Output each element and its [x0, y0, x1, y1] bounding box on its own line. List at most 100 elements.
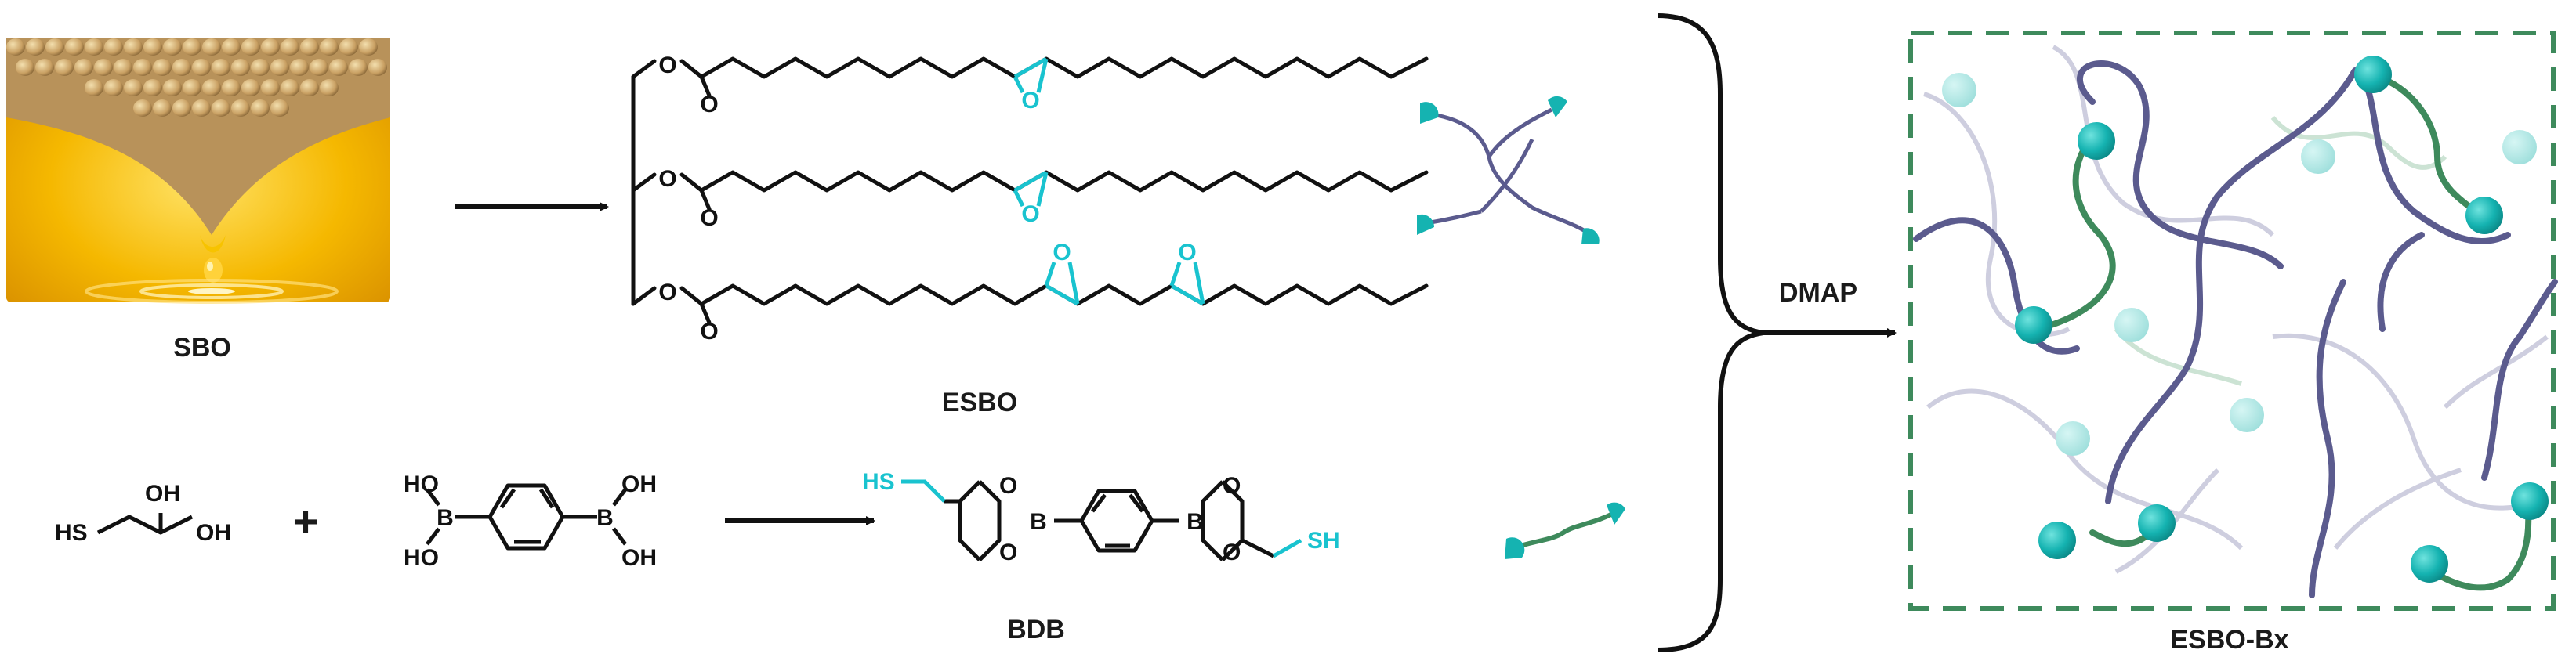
boronic-acid-structure: B B HO HO OH OH — [404, 471, 657, 571]
soybean-seed — [133, 59, 152, 76]
soybean-seed — [329, 59, 348, 76]
soybean-seed — [104, 79, 123, 96]
soybean-seed — [300, 38, 319, 56]
soybean-seed — [35, 59, 54, 76]
svg-text:O: O — [1021, 88, 1039, 114]
soybean-seed — [183, 79, 201, 96]
svg-text:B: B — [596, 505, 614, 531]
sbo-oil-image — [6, 38, 390, 304]
soybean-seed — [261, 38, 280, 56]
soybean-seed — [281, 79, 299, 96]
soybean-seed — [133, 99, 152, 117]
soybean-seed — [320, 38, 339, 56]
esbo-bx-network — [1908, 31, 2558, 611]
soybean-seed — [241, 38, 260, 56]
soybean-seed — [26, 38, 45, 56]
svg-text:HO: HO — [404, 471, 439, 497]
soybean-seed — [281, 38, 299, 56]
svg-text:O: O — [700, 205, 718, 231]
soybean-seed — [143, 79, 162, 96]
svg-text:B: B — [437, 505, 454, 531]
svg-text:OH: OH — [621, 545, 657, 571]
ester-oxygens: O O O O O O — [658, 52, 718, 345]
bdb-label: BDB — [1007, 615, 1065, 645]
soybean-seed — [153, 59, 172, 76]
soybean-seed — [231, 59, 250, 76]
soybean-seed — [261, 79, 280, 96]
soybean-seed — [359, 38, 378, 56]
soybean-seed — [290, 59, 309, 76]
svg-text:HS: HS — [862, 469, 895, 495]
dmap-label: DMAP — [1779, 278, 1857, 308]
soybean-seed — [85, 38, 103, 56]
esbo-label: ESBO — [942, 388, 1017, 417]
soybean-seed — [163, 38, 182, 56]
soybean-seed — [172, 59, 191, 76]
soybean-seed — [45, 38, 64, 56]
svg-text:O: O — [999, 473, 1017, 499]
soybean-seed — [6, 38, 25, 56]
soybean-seed — [183, 38, 201, 56]
bdb-structure: HS SH O O B B O O — [862, 469, 1340, 565]
thioglycerol-structure: HS OH OH — [55, 481, 231, 546]
soybean-seed — [368, 59, 387, 76]
epoxide-groups — [1013, 56, 1205, 306]
svg-text:O: O — [700, 92, 718, 117]
soybean-seed — [143, 38, 162, 56]
svg-text:O: O — [700, 319, 718, 345]
soybean-seed — [270, 99, 289, 117]
soybean-seed — [74, 59, 93, 76]
svg-text:HO: HO — [404, 545, 439, 571]
svg-text:B: B — [1187, 509, 1204, 535]
svg-text:O: O — [658, 166, 676, 192]
plus-sign: + — [293, 496, 319, 546]
product-label: ESBO-Bx — [2170, 625, 2288, 655]
svg-text:O: O — [1223, 473, 1241, 499]
soybean-seed — [231, 99, 250, 117]
esbo-cartoon — [1417, 96, 1600, 244]
soybean-seed — [124, 79, 143, 96]
soybean-seed — [339, 38, 358, 56]
svg-text:O: O — [999, 540, 1017, 565]
soybean-seed — [85, 79, 103, 96]
svg-text:HS: HS — [55, 520, 88, 546]
svg-text:O: O — [1053, 240, 1071, 265]
soybean-seed — [55, 59, 74, 76]
soybean-seed — [65, 38, 84, 56]
soybean-seed — [320, 79, 339, 96]
soybean-seed — [153, 99, 172, 117]
bdb-cartoon — [1505, 502, 1625, 559]
soybean-seed — [222, 38, 241, 56]
combining-brace — [1657, 13, 1764, 652]
epoxide-oxygens: O O O O — [1021, 88, 1196, 265]
soybean-seed — [349, 59, 368, 76]
soybean-seed — [300, 79, 319, 96]
soybean-seed — [124, 38, 143, 56]
soybean-seed — [163, 79, 182, 96]
soybean-seed — [104, 38, 123, 56]
soybean-seed — [16, 59, 34, 76]
svg-text:SH: SH — [1307, 528, 1340, 554]
soybean-seed — [251, 99, 270, 117]
soybean-seed — [94, 59, 113, 76]
soybean-seed — [251, 59, 270, 76]
soybean-seed — [192, 59, 211, 76]
svg-text:OH: OH — [621, 471, 657, 497]
svg-text:O: O — [1178, 240, 1196, 265]
svg-text:O: O — [1223, 540, 1241, 565]
svg-text:OH: OH — [196, 520, 231, 546]
soybean-seed — [270, 59, 289, 76]
soybean-seed — [202, 79, 221, 96]
sbo-label: SBO — [173, 333, 231, 363]
soybean-seed — [212, 59, 230, 76]
svg-text:O: O — [658, 52, 676, 78]
soybean-seed — [222, 79, 241, 96]
svg-text:OH: OH — [145, 481, 180, 507]
soybean-seed — [241, 79, 260, 96]
soybean-seed — [172, 99, 191, 117]
soybean-seed — [202, 38, 221, 56]
svg-text:O: O — [658, 280, 676, 305]
soybean-seed — [212, 99, 230, 117]
soybean-seed — [310, 59, 328, 76]
